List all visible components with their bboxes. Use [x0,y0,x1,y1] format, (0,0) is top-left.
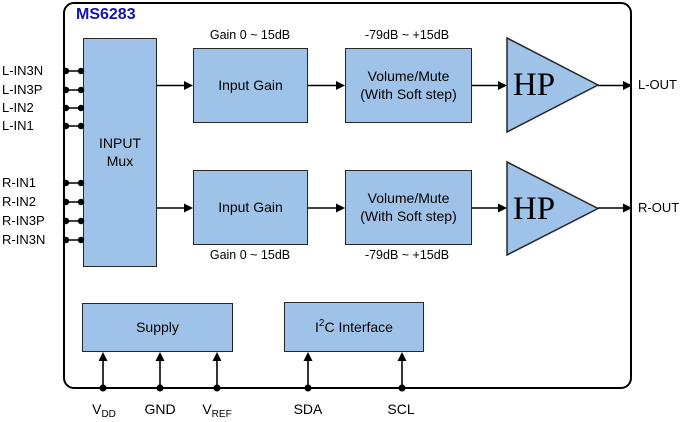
pin-label-r-in3n: R-IN3N [2,232,46,247]
right-input-gain-label: Input Gain [218,198,283,215]
left-hp-amp-label: HP [512,67,556,103]
right-volume-mute-block: Volume/Mute (With Soft step) [345,170,472,245]
pin-label-l-out: L-OUT [638,77,677,92]
pin-label-l-in3p: L-IN3P [2,82,43,97]
right-volume-label-line1: Volume/Mute [367,189,450,206]
left-input-gain-label: Input Gain [218,76,283,93]
input-mux-block: INPUT Mux [83,38,157,267]
left-volume-mute-block: Volume/Mute (With Soft step) [345,48,472,123]
pin-label-l-in1: L-IN1 [2,118,34,133]
vdd-sub: DD [101,409,116,420]
right-hp-amp-label: HP [512,191,556,227]
vdd-main: V [92,401,102,417]
input-mux-label-line2: Mux [106,152,134,169]
right-gain-annotation: Gain 0 ~ 15dB [209,248,291,262]
chip-title: MS6283 [76,6,136,23]
left-volume-label-line2: (With Soft step) [360,85,457,102]
pin-label-scl: SCL [376,399,426,419]
left-gain-annotation: Gain 0 ~ 15dB [209,28,291,42]
gnd-main: GND [144,401,176,417]
right-input-gain-block: Input Gain [193,170,308,245]
pin-label-vdd: VDD [79,399,129,420]
scl-main: SCL [387,401,415,417]
sda-main: SDA [293,401,323,417]
pin-label-l-in2: L-IN2 [2,100,34,115]
bottom-pin-arrows [98,352,407,392]
right-volume-label-line2: (With Soft step) [360,207,457,224]
left-volume-label-line1: Volume/Mute [367,67,450,84]
input-mux-label-line1: INPUT [99,134,141,151]
i2c-interface-block: I2C Interface [284,302,424,352]
i2c-label-rest: C Interface [324,318,393,335]
pin-label-r-in3p: R-IN3P [2,213,45,228]
pin-label-gnd: GND [135,399,185,419]
i2c-interface-label: I2C Interface [315,318,393,337]
vref-sub: REF [211,409,232,420]
supply-label: Supply [136,318,179,335]
right-volume-annotation: -79dB ~ +15dB [364,248,450,262]
supply-block: Supply [82,303,233,352]
pin-label-r-out: R-OUT [638,200,680,215]
vref-main: V [202,401,212,417]
pin-label-r-in2: R-IN2 [2,194,36,209]
pin-label-vref: VREF [192,399,242,420]
pin-label-l-in3n: L-IN3N [2,63,44,78]
left-volume-annotation: -79dB ~ +15dB [364,28,450,42]
pin-label-r-in1: R-IN1 [2,175,36,190]
left-input-gain-block: Input Gain [193,48,308,123]
left-pin-stubs [62,67,85,244]
pin-label-sda: SDA [283,399,333,419]
